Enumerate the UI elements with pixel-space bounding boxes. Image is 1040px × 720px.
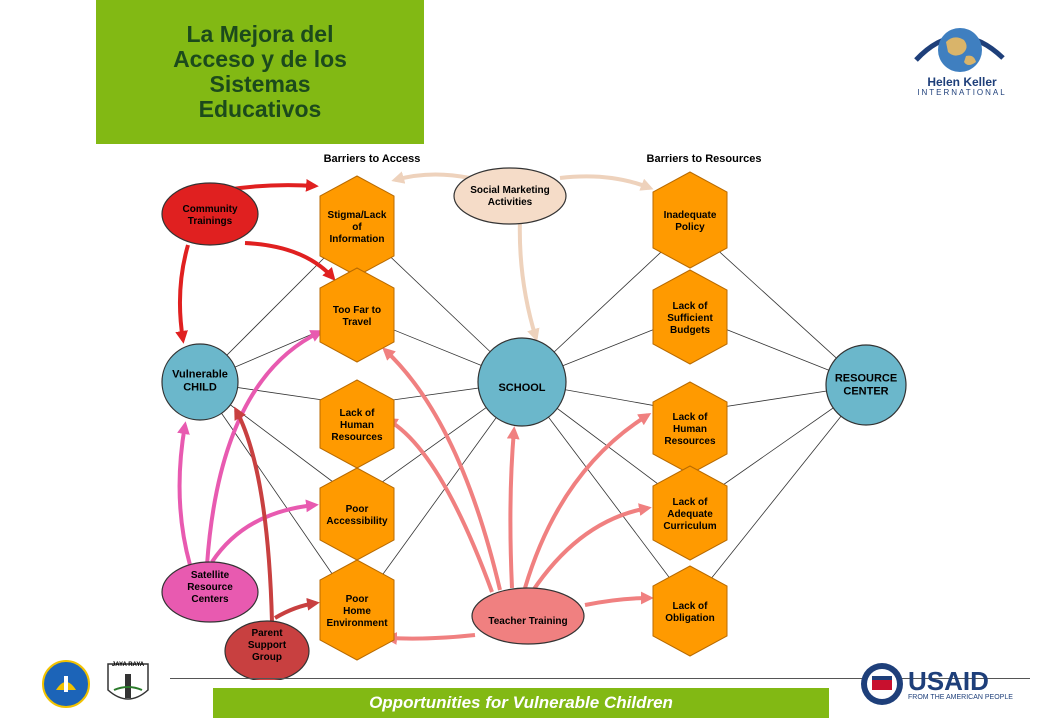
title-box: La Mejora del Acceso y de los Sistemas E… [96,0,424,144]
usaid-wordmark: USAID [908,666,989,696]
teacher-training-node: Teacher Training [471,587,585,645]
hki-globe-logo [914,28,1005,72]
teacher-training-arrows [382,347,654,645]
social-marketing-arrows [391,171,654,342]
tut-wuri-handayani-logo [42,660,90,708]
jaya-raya-text: JAYA RAYA [111,662,145,668]
usaid-seal [861,663,903,705]
hki-name: Helen Keller [927,75,997,89]
header-barriers-resources: Barriers to Resources [647,153,762,165]
jaya-raya-emblem [107,663,149,700]
teacher-training-label: Teacher Training [488,616,567,627]
hki-subtitle: INTERNATIONAL [917,88,1007,97]
school-node: SCHOOL [477,337,567,427]
usaid-tagline: FROM THE AMERICAN PEOPLE [908,694,1013,701]
header-barriers-access: Barriers to Access [324,153,421,165]
school-label: SCHOOL [498,382,545,394]
slide-title: La Mejora del Acceso y de los Sistemas E… [173,21,347,122]
parent-support-arrows [234,406,320,623]
footer-text: Opportunities for Vulnerable Children [369,693,673,712]
footer-divider [170,678,1030,679]
barrier-diagram: Barriers to Access Barriers to Resources… [161,153,907,680]
footer-bar: Opportunities for Vulnerable Children [213,688,829,718]
